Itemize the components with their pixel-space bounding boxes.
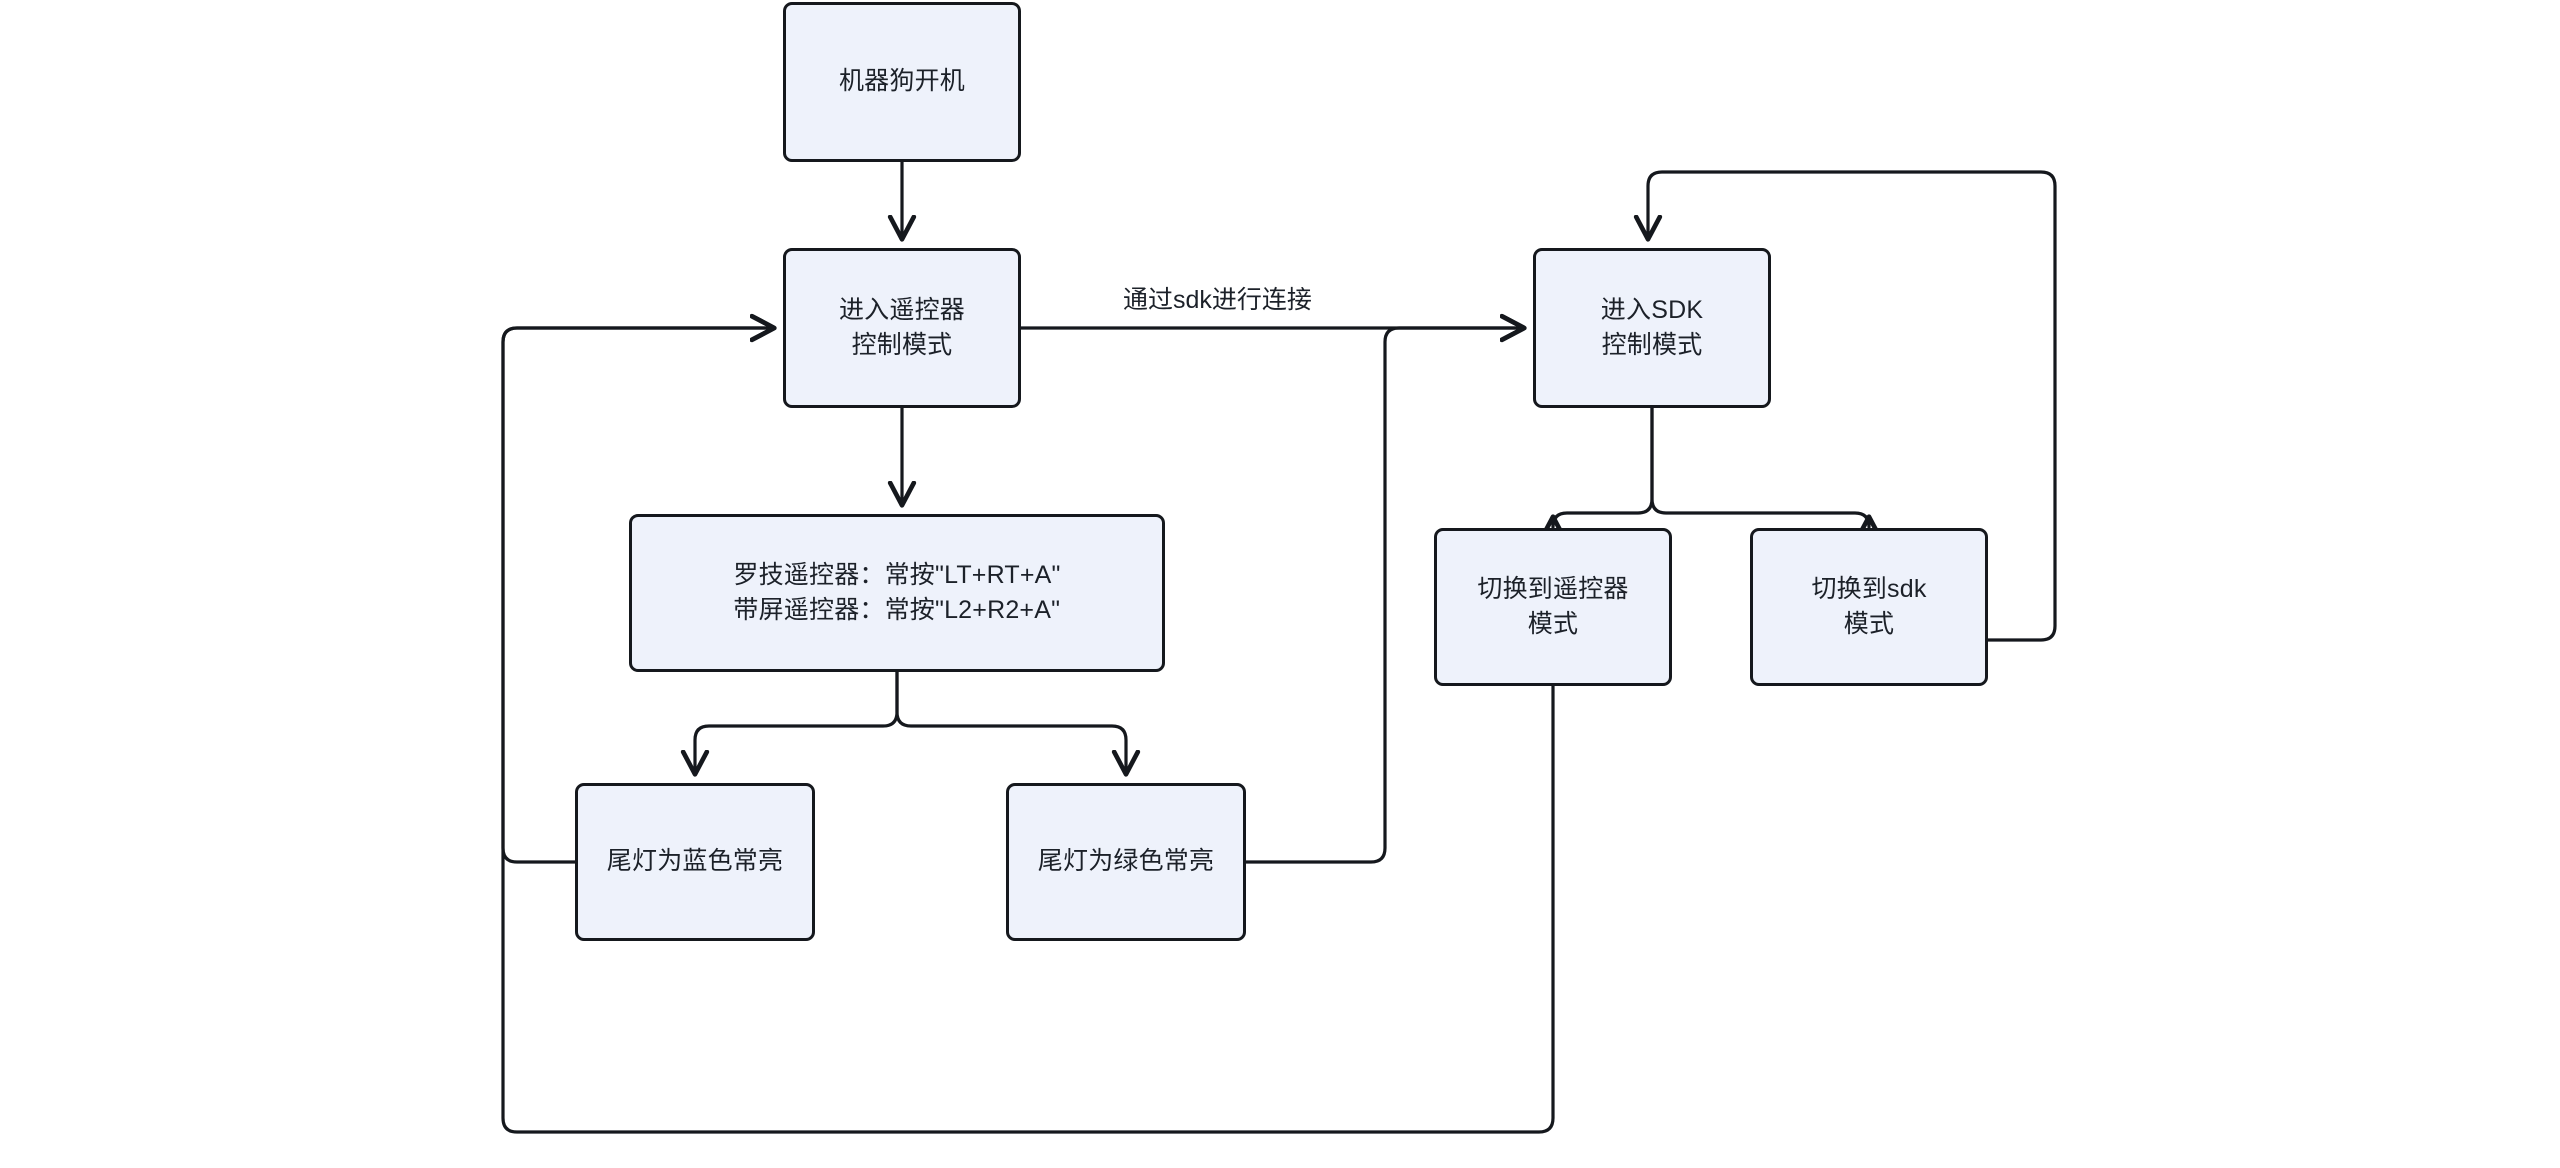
edge-keycombo-to-tailblue xyxy=(695,672,899,773)
node-remote-mode[interactable]: 进入遥控器 控制模式 xyxy=(783,248,1021,408)
node-tail-light-green[interactable]: 尾灯为绿色常亮 xyxy=(1006,783,1246,941)
node-sdk-mode[interactable]: 进入SDK 控制模式 xyxy=(1533,248,1771,408)
node-tail-light-blue[interactable]: 尾灯为蓝色常亮 xyxy=(575,783,815,941)
edge-sdk-to-switchremote xyxy=(1553,408,1654,527)
node-power-on[interactable]: 机器狗开机 xyxy=(783,2,1021,162)
edge-keycombo-to-tailgreen xyxy=(895,672,1126,773)
node-switch-to-sdk-mode[interactable]: 切换到sdk 模式 xyxy=(1750,528,1988,686)
edge-switchremote-to-remote xyxy=(501,328,1555,1134)
edge-sdk-to-switchsdk xyxy=(1650,408,1869,527)
node-switch-to-remote-mode[interactable]: 切换到遥控器 模式 xyxy=(1434,528,1672,686)
node-key-combo[interactable]: 罗技遥控器：常按"LT+RT+A" 带屏遥控器：常按"L2+R2+A" xyxy=(629,514,1165,672)
edge-label-sdk-connect: 通过sdk进行连接 xyxy=(1117,283,1318,317)
